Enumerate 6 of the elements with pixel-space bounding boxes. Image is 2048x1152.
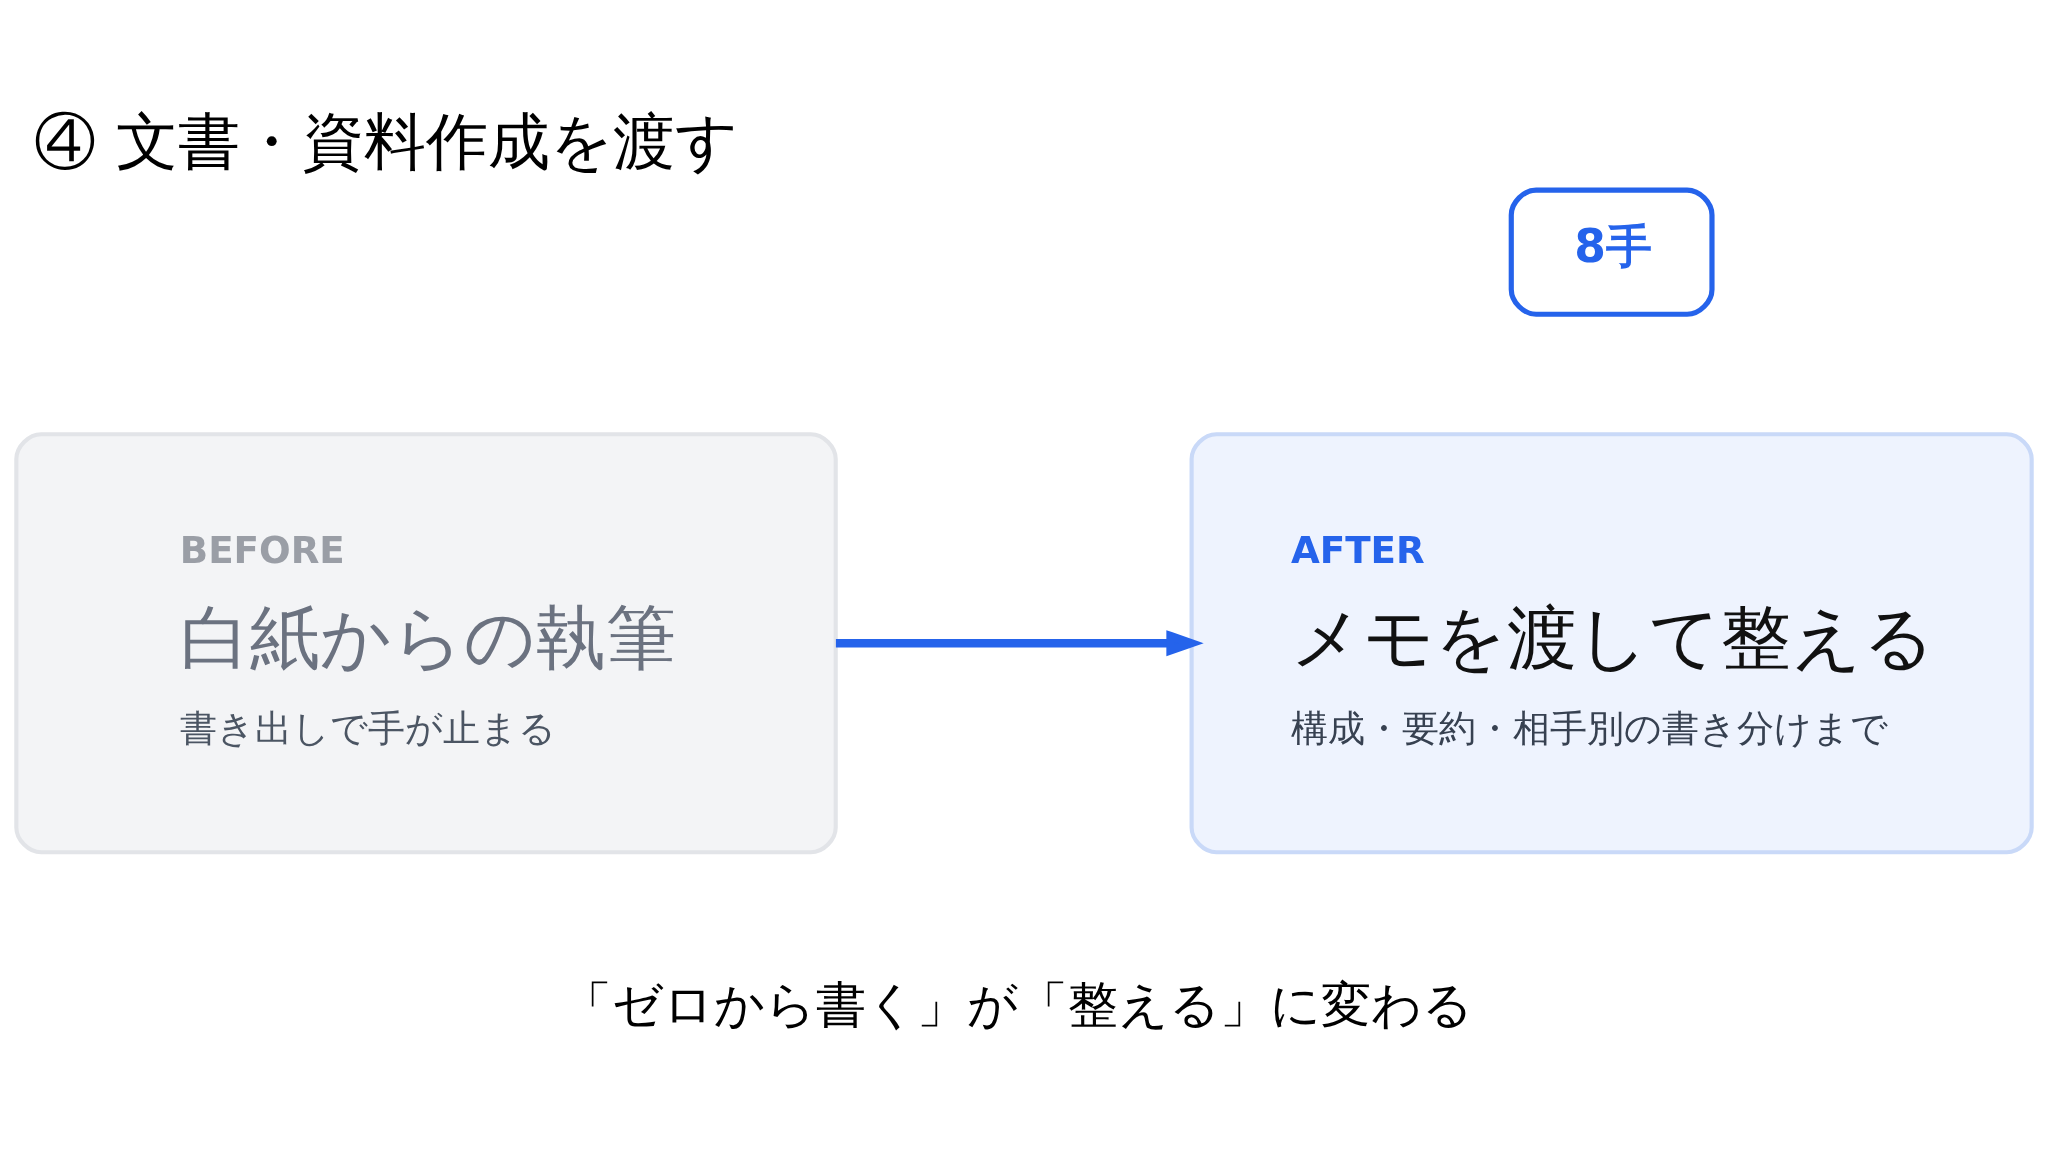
diagram-title: ④ 文書・資料作成を渡す bbox=[33, 105, 738, 179]
node-box: BEFORE 白紙からの執筆 書き出しで手が止まる bbox=[14, 432, 838, 855]
caption: 「ゼロから書く」が「整える」に変わる bbox=[562, 976, 1474, 1035]
arrow bbox=[835, 630, 1204, 657]
node-box: AFTER メモを渡して整える 構成・要約・相手別の書き分けまで bbox=[1189, 432, 2034, 855]
node-box: 8手 bbox=[1508, 187, 1715, 317]
